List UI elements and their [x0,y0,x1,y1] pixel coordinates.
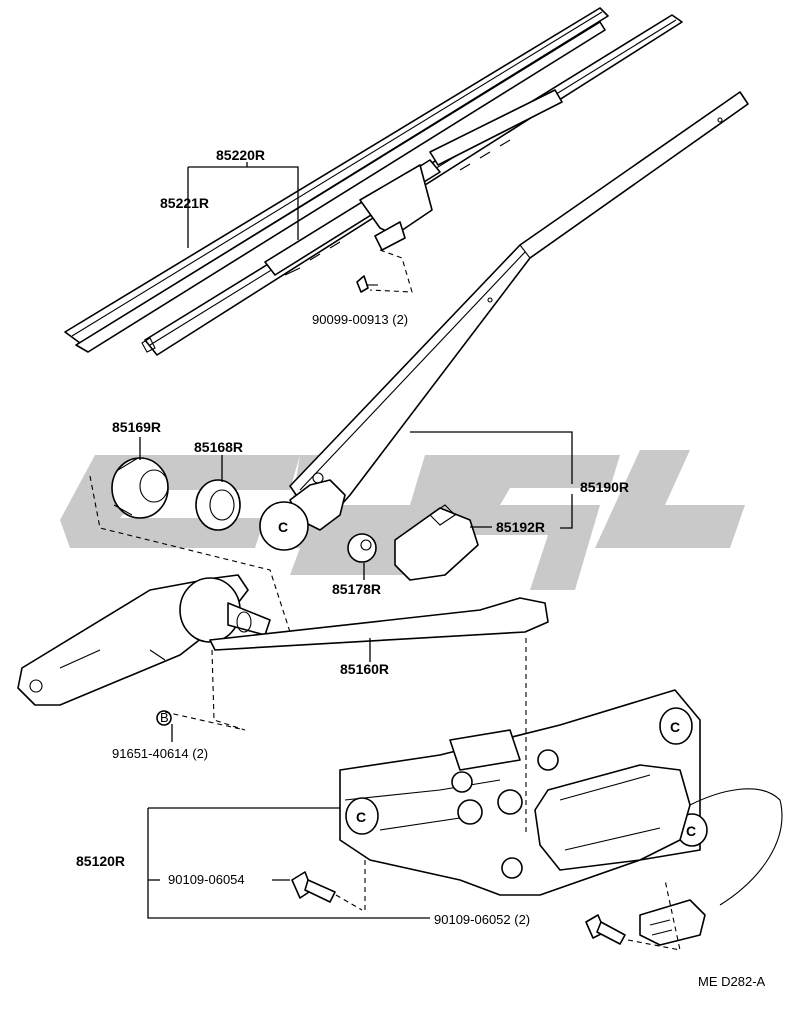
label-91651-40614: 91651-40614 (2) [112,746,208,761]
bolt-90109-06054 [291,871,363,911]
label-85221R: 85221R [160,195,209,211]
label-90109-06052: 90109-06052 (2) [434,912,530,927]
screw-90099 [356,249,413,293]
label-85190R: 85190R [580,479,629,495]
label-85220R: 85220R [216,147,265,163]
nut-85178 [347,533,377,563]
mark-c4: C [686,823,696,839]
mark-c2: C [356,809,366,825]
label-85169R: 85169R [112,419,161,435]
label-85120R: 85120R [76,853,125,869]
cap-85168 [195,479,241,531]
label-85178R: 85178R [332,581,381,597]
mark-c: C [278,519,288,535]
cover-85169 [111,457,169,519]
assembly-dash-lines [89,475,681,951]
nut-91651: B [156,710,172,726]
bolt-90109-06052 [585,914,626,945]
arm-head: C [259,501,309,551]
mark-b: B [160,710,169,725]
mark-c3: C [670,719,680,735]
label-85160R: 85160R [340,661,389,677]
leader-lines [139,162,573,919]
label-85168R: 85168R [194,439,243,455]
pivot-link [17,574,549,706]
arm-cap [394,504,479,581]
label-85192R: 85192R [496,519,545,535]
wiper-blade-assembly [64,7,683,356]
part-labels: 85220R 85221R 90099-00913 (2) 85169R 851… [76,147,766,989]
label-90109-06054: 90109-06054 [168,872,245,887]
diagram-code: ME D282-A [698,974,766,989]
motor-bracket: C C C [339,689,783,946]
label-90099-00913: 90099-00913 (2) [312,312,408,327]
